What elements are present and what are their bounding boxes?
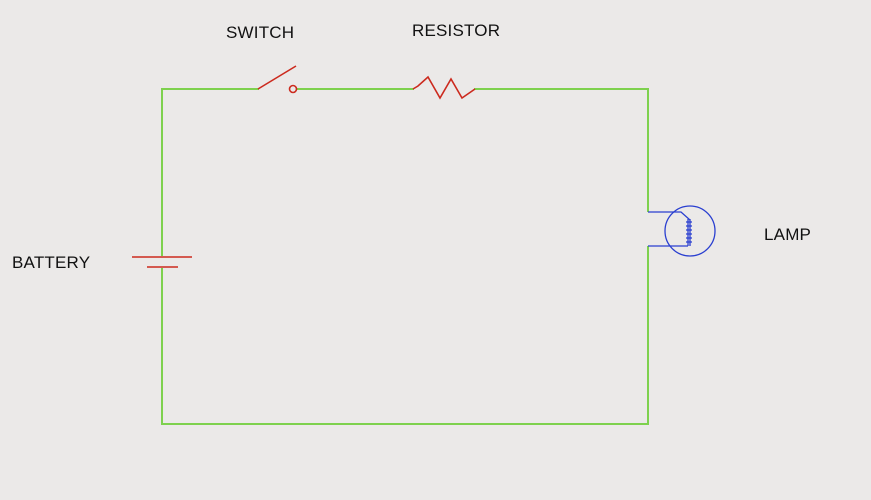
battery-label: BATTERY xyxy=(12,253,91,272)
lamp-lead-top xyxy=(648,211,691,221)
switch-symbol xyxy=(257,65,298,94)
resistor-label: RESISTOR xyxy=(412,21,501,40)
circuit-wires xyxy=(161,88,649,425)
lamp-label: LAMP xyxy=(764,225,812,244)
battery-symbol xyxy=(132,256,192,268)
lamp-filament xyxy=(686,219,692,246)
switch-label: SWITCH xyxy=(226,23,295,42)
lamp-bulb xyxy=(664,205,716,257)
resistor-symbol xyxy=(412,75,476,100)
lamp-symbol xyxy=(648,205,716,257)
